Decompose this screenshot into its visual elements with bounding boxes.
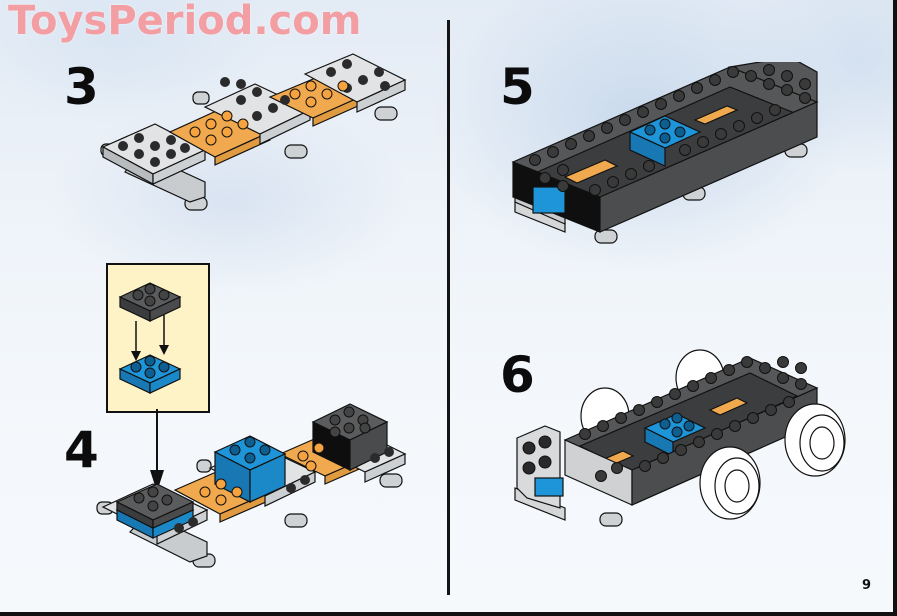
watermark: ToysPeriod.com bbox=[8, 0, 362, 44]
callout-connector-line bbox=[156, 409, 158, 487]
page-number: 9 bbox=[862, 578, 872, 593]
column-divider bbox=[447, 20, 450, 595]
sub-assembly-callout bbox=[106, 263, 210, 413]
step-number-6: 6 bbox=[500, 346, 535, 404]
pin-icon bbox=[599, 512, 623, 527]
step-6-model-illustration bbox=[514, 349, 846, 527]
step-3-model-illustration bbox=[100, 53, 407, 211]
step-number-4: 4 bbox=[64, 421, 99, 479]
step-number-5: 5 bbox=[500, 58, 535, 116]
step-number-3: 3 bbox=[64, 58, 99, 116]
step-5-model-illustration bbox=[511, 62, 819, 244]
step-4-model-illustration bbox=[96, 403, 407, 568]
plate-stack-illustration bbox=[118, 282, 182, 394]
wheel-icon bbox=[699, 403, 846, 520]
